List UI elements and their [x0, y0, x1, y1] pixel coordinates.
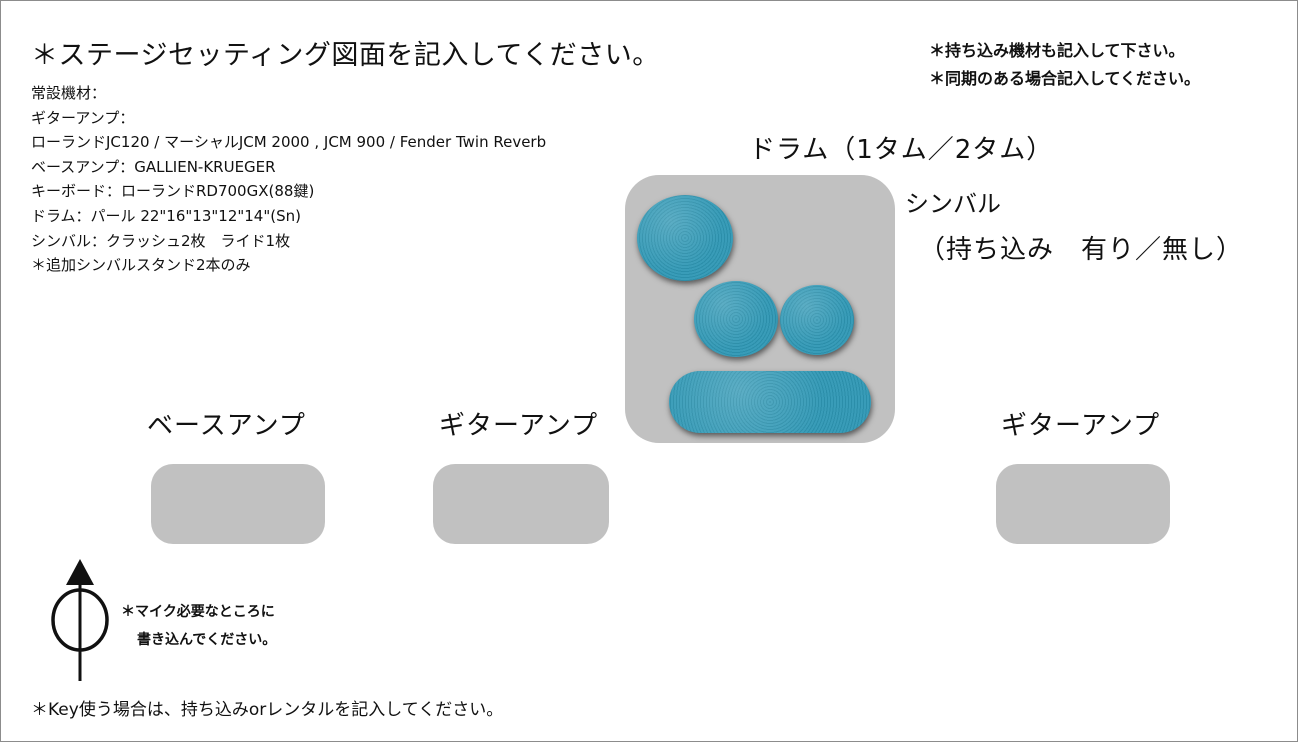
bass-amp-box [151, 464, 325, 544]
guitar-amp-header: ギターアンプ： [31, 108, 135, 127]
bass-amp-label: ベースアンプ [147, 411, 306, 441]
equipment-list: 常設機材： ギターアンプ： ローランドJC120 / マーシャルJCM 2000… [31, 81, 546, 278]
mic-note-line-2: 書き込んでください。 [137, 632, 277, 648]
drum-label: ドラム（1タム／2タム） [749, 135, 1054, 165]
cymbals-info: シンバル：クラッシュ2枚 ライド1枚 [31, 231, 291, 250]
bass-drum-icon [669, 371, 871, 433]
floor-tom-icon [637, 195, 733, 281]
guitar-amp-list: ローランドJC120 / マーシャルJCM 2000 , JCM 900 / F… [31, 133, 547, 152]
equipment-header: 常設機材： [31, 84, 107, 102]
cymbal-bring-in-choice: （持ち込み 有り／無し） [919, 235, 1244, 265]
key-rental-note: ＊Key使う場合は、持ち込みorレンタルを記入してください。 [31, 700, 504, 720]
keyboard-info: キーボード：ローランドRD700GX(88鍵) [31, 182, 315, 201]
cymbal-label: シンバル [905, 190, 1001, 218]
bass-amp-info: ベースアンプ：GALLIEN-KRUEGER [31, 157, 276, 176]
tom-1-icon [694, 281, 778, 357]
tom-2-icon [780, 285, 854, 355]
drums-info: ドラム：パール 22"16"13"12"14"(Sn) [31, 206, 301, 225]
extra-stand-note: ＊追加シンバルスタンド2本のみ [31, 256, 251, 275]
guitar-amp-label-right: ギターアンプ [1001, 411, 1161, 441]
mic-direction-icon [51, 559, 109, 681]
guitar-amp-label-left: ギターアンプ [439, 411, 599, 441]
bring-in-note: ＊持ち込み機材も記入して下さい。 [929, 41, 1185, 60]
mic-note-line-1: ＊マイク必要なところに [121, 604, 275, 620]
guitar-amp-box-left [433, 464, 609, 544]
guitar-amp-box-right [996, 464, 1170, 544]
sync-note: ＊同期のある場合記入してください。 [929, 69, 1201, 88]
page-title: ＊ステージセッティング図面を記入してください。 [31, 40, 660, 71]
drum-riser [625, 175, 895, 443]
